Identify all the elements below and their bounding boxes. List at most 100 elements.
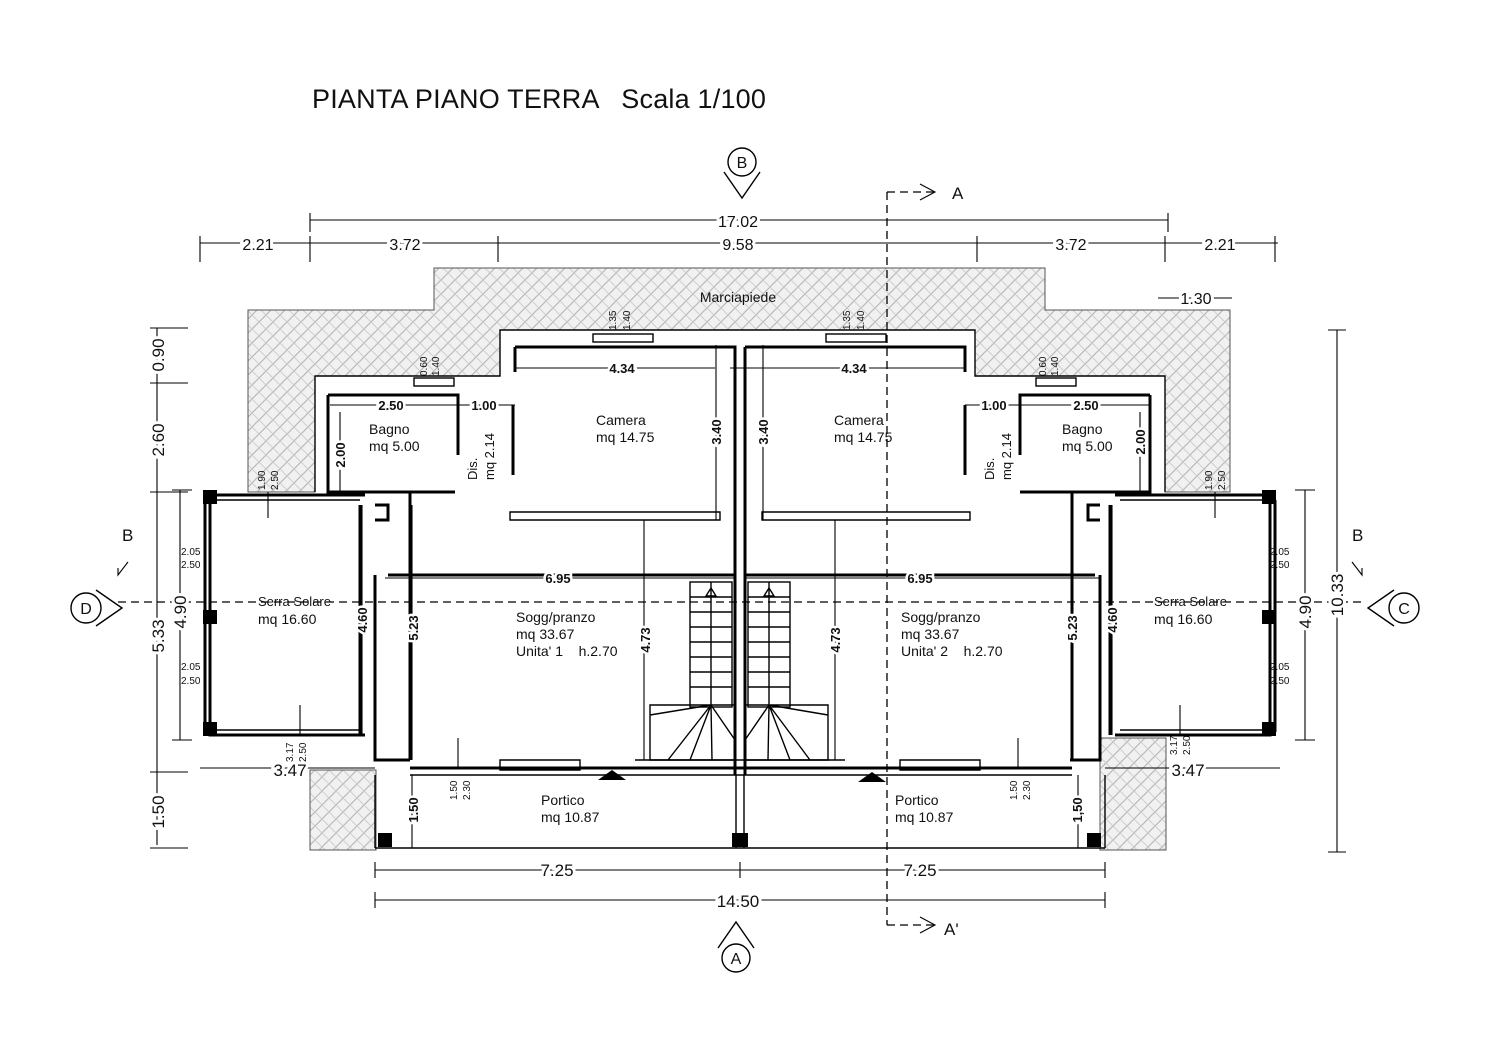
win-135-right: 1.35 [842, 310, 853, 330]
dim-460-left: 4.60 [355, 607, 370, 632]
stairs-left [649, 581, 736, 761]
dim-100-right: 1.00 [981, 398, 1006, 413]
label-bagno-right: Bagno [1062, 421, 1103, 437]
dim-130: 1.30 [1180, 291, 1211, 308]
column-serra-l1 [203, 490, 217, 504]
win-060-right: 0.60 [1038, 356, 1049, 376]
section-a-top-label: A [952, 184, 964, 203]
portico-outline [374, 775, 1106, 849]
window-bagno-left [413, 377, 455, 387]
outline-left-unit [373, 345, 737, 775]
win-140-right: 1.40 [856, 310, 867, 330]
win-230-right: 2.30 [1022, 780, 1033, 800]
win-250c-right: 2.50 [1182, 735, 1193, 755]
marker-right-label: C [1398, 601, 1410, 618]
dim-695-left: 6.95 [545, 571, 570, 586]
label-serra-left-area: mq 16.60 [258, 611, 317, 627]
column-serra-r3 [1262, 722, 1276, 736]
bagno-left-walls [326, 393, 460, 494]
label-dis-right-area: mq 2.14 [999, 433, 1014, 480]
win-230-left: 2.30 [462, 780, 473, 800]
section-b-left-label: B [122, 526, 133, 545]
label-serra-right: Serra Solare [1154, 594, 1227, 609]
label-sogg-right: Sogg/pranzo [901, 609, 981, 625]
dimension-lines [150, 213, 1346, 908]
win-317-right: 3.17 [1169, 735, 1180, 755]
win-250a-left: 2.50 [181, 560, 201, 571]
dim-221-left: 2.21 [242, 237, 273, 254]
sidewalk-hatch-br [1099, 737, 1167, 851]
dim-090: 0.90 [149, 338, 168, 371]
win-135-left: 1.35 [608, 310, 619, 330]
outline-right-unit [743, 345, 1102, 775]
label-dis-left-area: mq 2.14 [482, 433, 497, 480]
dim-523-left: 5.23 [406, 615, 421, 640]
label-serra-left: Serra Solare [258, 594, 331, 609]
win-250-right: 2.50 [1217, 470, 1228, 490]
dim-347-right: 3.47 [1171, 761, 1204, 780]
label-sogg-left-unit: Unita' 1 h.2.70 [516, 643, 618, 659]
win-250c-left: 2.50 [298, 742, 309, 762]
serra-right-inner [1120, 499, 1265, 731]
window-bagno-right [1035, 377, 1077, 387]
column-serra-l2 [203, 610, 217, 624]
marker-bottom-a [717, 920, 755, 973]
window-camera-left [592, 333, 654, 343]
dim-250-left: 2.50 [378, 398, 403, 413]
dim-372-right: 3.72 [1055, 237, 1086, 254]
section-a-bottom-label: A' [944, 920, 959, 939]
win-205a-right: 2.05 [1270, 547, 1290, 558]
win-060-left: 0.60 [419, 356, 430, 376]
section-b-right-label: B [1352, 526, 1363, 545]
dim-523-right: 5.23 [1065, 615, 1080, 640]
label-bagno-right-area: mq 5.00 [1062, 438, 1113, 454]
label-camera-left: Camera [596, 412, 646, 428]
win-190-right: 1.90 [1204, 470, 1215, 490]
win-205b-right: 2.05 [1270, 662, 1290, 673]
dim-434-right: 4.34 [841, 361, 867, 376]
label-sogg-left: Sogg/pranzo [516, 609, 596, 625]
win-205b-left: 2.05 [181, 662, 201, 673]
win-250a-right: 2.50 [1270, 560, 1290, 571]
door-marker-right [858, 772, 886, 782]
dim-1033: 10.33 [1328, 574, 1347, 617]
win-150-left: 1.50 [449, 780, 460, 800]
win-317-left: 3.17 [285, 742, 296, 762]
win-250b-right: 2.50 [1270, 676, 1290, 687]
marker-top-label: B [737, 155, 748, 172]
dim-958: 9.58 [722, 237, 753, 254]
dim-150-portico-right: 1,50 [1070, 797, 1085, 822]
label-sogg-right-unit: Unita' 2 h.2.70 [901, 643, 1003, 659]
label-dis-right: Dis. [982, 458, 997, 480]
page-title: PIANTA PIANO TERRA Scala 1/100 [312, 84, 767, 114]
label-dis-left: Dis. [465, 458, 480, 480]
win-205a-left: 2.05 [181, 547, 201, 558]
outline-rear [314, 329, 1166, 492]
marker-left-label: D [80, 601, 92, 618]
dim-460-right: 4.60 [1105, 607, 1120, 632]
column-serra-r1 [1262, 490, 1276, 504]
dim-434-left: 4.34 [609, 361, 635, 376]
marker-top-b [723, 147, 761, 200]
bagno-right-walls [1018, 393, 1152, 494]
dim-473-right: 4.73 [828, 627, 843, 652]
dim-340-left: 3.40 [709, 419, 724, 444]
front-wall-inner [410, 759, 1072, 776]
label-camera-right: Camera [834, 412, 884, 428]
column-serra-l3 [203, 722, 217, 736]
dim-250-right: 2.50 [1073, 398, 1098, 413]
dim-260: 2.60 [149, 423, 168, 456]
label-bagno-left: Bagno [369, 421, 410, 437]
dim-725-right: 7.25 [903, 861, 936, 880]
win-250b-left: 2.50 [181, 676, 201, 687]
dim-490-left: 4.90 [171, 595, 190, 628]
dim-total-width: 17.02 [718, 214, 758, 231]
label-portico-right-area: mq 10.87 [895, 809, 954, 825]
dim-695-right: 6.95 [907, 571, 932, 586]
win-140b-right: 1.40 [1050, 356, 1061, 376]
dim-340-right: 3.40 [756, 419, 771, 444]
label-marciapiede: Marciapiede [700, 289, 776, 305]
dim-1450: 14.50 [717, 892, 760, 911]
dis-left-walls [358, 492, 412, 760]
